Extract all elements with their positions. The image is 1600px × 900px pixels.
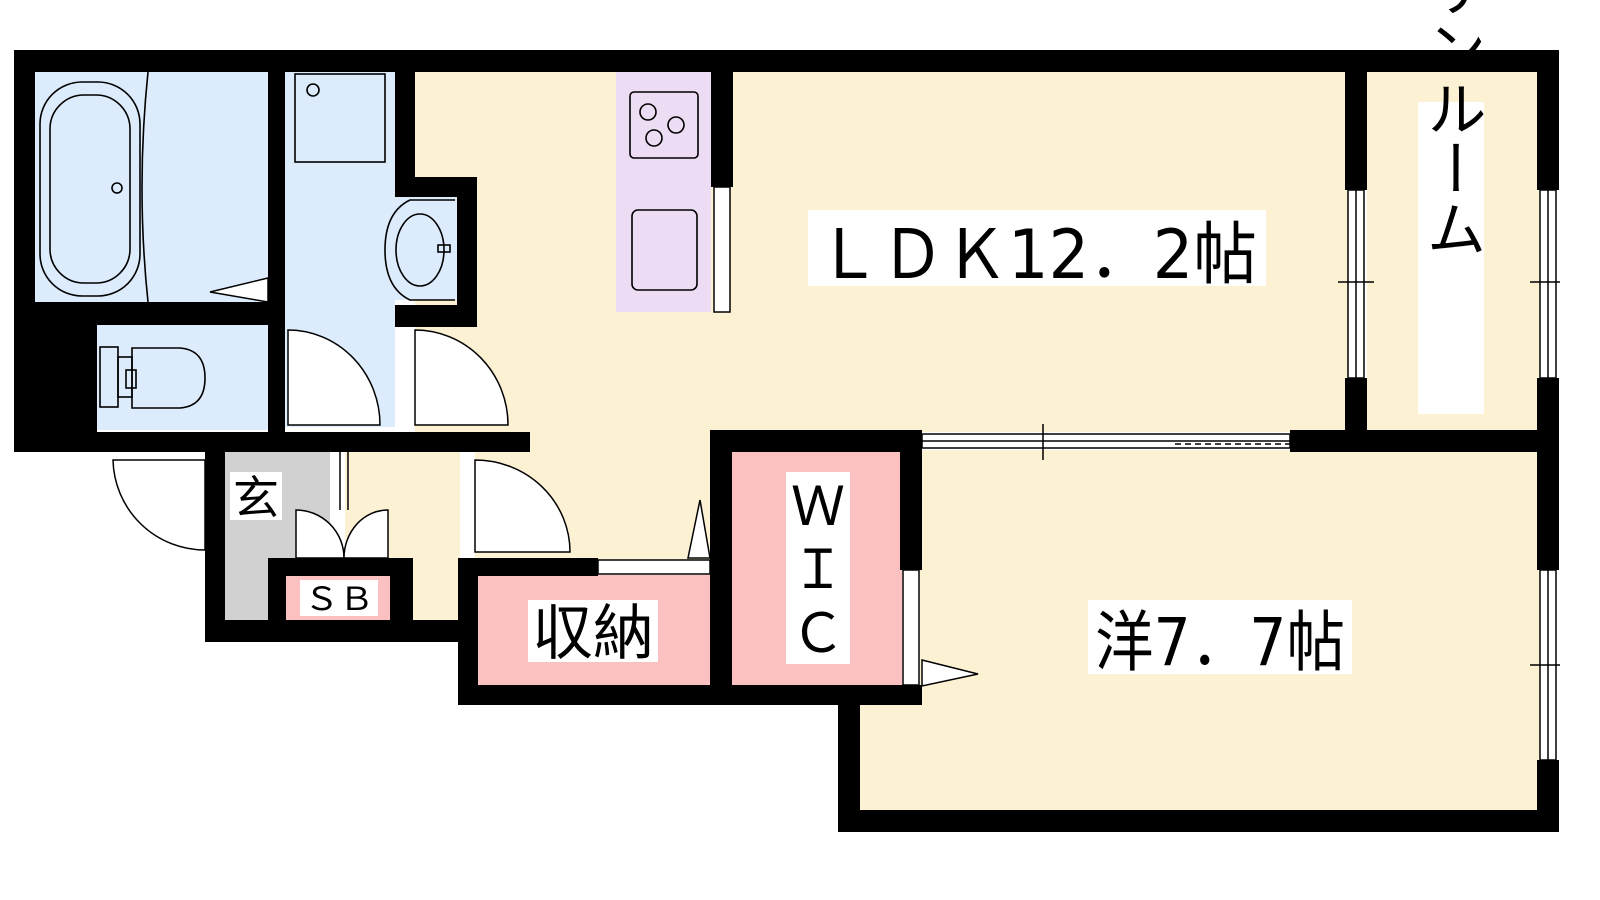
wic-label-c: Ｃ [791, 602, 845, 665]
shoebox-label-bg [300, 580, 378, 616]
wall-niche-right [457, 177, 477, 325]
basin-bowl-icon [395, 213, 445, 287]
entrance-label: 玄 [233, 471, 279, 525]
washroom-niche-floor [395, 195, 457, 300]
wall-wic-right [900, 430, 922, 570]
sunroom-label: サンルーム [1416, 0, 1486, 258]
western-label-bg [1088, 600, 1352, 674]
wic-label-w: Ｗ [791, 475, 845, 538]
ldk-label: ＬＤＫ12．2帖 [817, 216, 1257, 295]
sink-icon [631, 209, 698, 291]
walls [14, 50, 1559, 832]
wic-label-bg [786, 472, 850, 664]
washer-pan-icon [294, 73, 386, 163]
doors [112, 277, 979, 687]
wall-bottom [838, 810, 1559, 832]
window-kitchen [713, 186, 731, 313]
wic-label-i: Ｉ [791, 538, 845, 601]
door-hall[interactable] [474, 459, 571, 553]
wall-left-dark-block [14, 320, 97, 452]
wall-storage-left [458, 560, 478, 705]
door-shoebox-right[interactable] [343, 509, 389, 559]
wall-horizontal-upper [14, 432, 530, 452]
wall-bath-right [268, 72, 285, 432]
toilet-bowl-icon [131, 347, 206, 409]
wall-wic-left [710, 430, 732, 705]
wall-storage-top [458, 558, 598, 576]
wall-sunroom-left [1345, 50, 1367, 190]
wall-niche-bottom [395, 305, 477, 327]
wall-entrance-left [205, 452, 225, 642]
bathtub-inner-icon [49, 94, 131, 284]
windows [597, 186, 1560, 761]
bathtub-drain-icon [111, 182, 123, 194]
toilet-floor [97, 325, 270, 430]
western-room-label: 洋7．7帖 [1095, 604, 1345, 681]
basin-faucet-icon [437, 244, 451, 253]
wall-shoebox-top [268, 558, 413, 576]
wall-sunroom-bottom [1290, 430, 1559, 452]
storage-label-bg [528, 600, 658, 662]
window-wic-side [902, 569, 920, 686]
door-washroom[interactable] [287, 329, 381, 426]
wall-entrance-bottom [205, 620, 458, 642]
wall-right-upper [1537, 50, 1559, 190]
ldk-label-bg [808, 210, 1266, 286]
wall-wash-right [395, 72, 415, 197]
cooktop-icon [629, 91, 699, 159]
door-wic[interactable] [921, 659, 979, 687]
door-shoebox-left[interactable] [295, 509, 345, 559]
burner-2-icon [667, 116, 685, 134]
bath-wall-curve [141, 71, 149, 303]
toilet-seat-icon [125, 369, 137, 389]
wall-niche-top [395, 177, 477, 197]
door-ldk-hall[interactable] [414, 329, 509, 426]
bathtub-icon [39, 81, 141, 297]
wall-shoebox-right [390, 558, 413, 620]
burner-1-icon [639, 103, 657, 121]
window-shoebox-opening [597, 559, 711, 575]
wall-wic-bottom [458, 685, 922, 705]
door-bath[interactable] [209, 277, 269, 303]
fixtures [39, 71, 699, 409]
sunroom-label-bg [1418, 102, 1484, 414]
wall-bath-bottom [35, 302, 285, 325]
wall-kitchen-right [711, 72, 733, 187]
western-room-lower-floor [860, 700, 940, 810]
wall-western-left [838, 700, 860, 832]
wall-wic-top [710, 430, 922, 452]
washer-drain-icon [306, 83, 320, 97]
basin-icon [384, 199, 455, 301]
entrance-label-bg [230, 472, 282, 520]
wall-top [14, 50, 1559, 72]
wall-right-mid [1537, 378, 1559, 570]
storage-label: 収納 [532, 599, 654, 669]
bath-floor [35, 72, 270, 302]
shoebox-label: ＳＢ [304, 580, 374, 618]
burner-3-icon [645, 129, 663, 147]
room-labels: ＬＤＫ12．2帖 洋7．7帖 サンルーム Ｗ Ｉ Ｃ 収納 玄 ＳＢ [230, 0, 1486, 681]
door-entrance[interactable] [112, 459, 206, 551]
door-storage[interactable] [687, 499, 711, 559]
